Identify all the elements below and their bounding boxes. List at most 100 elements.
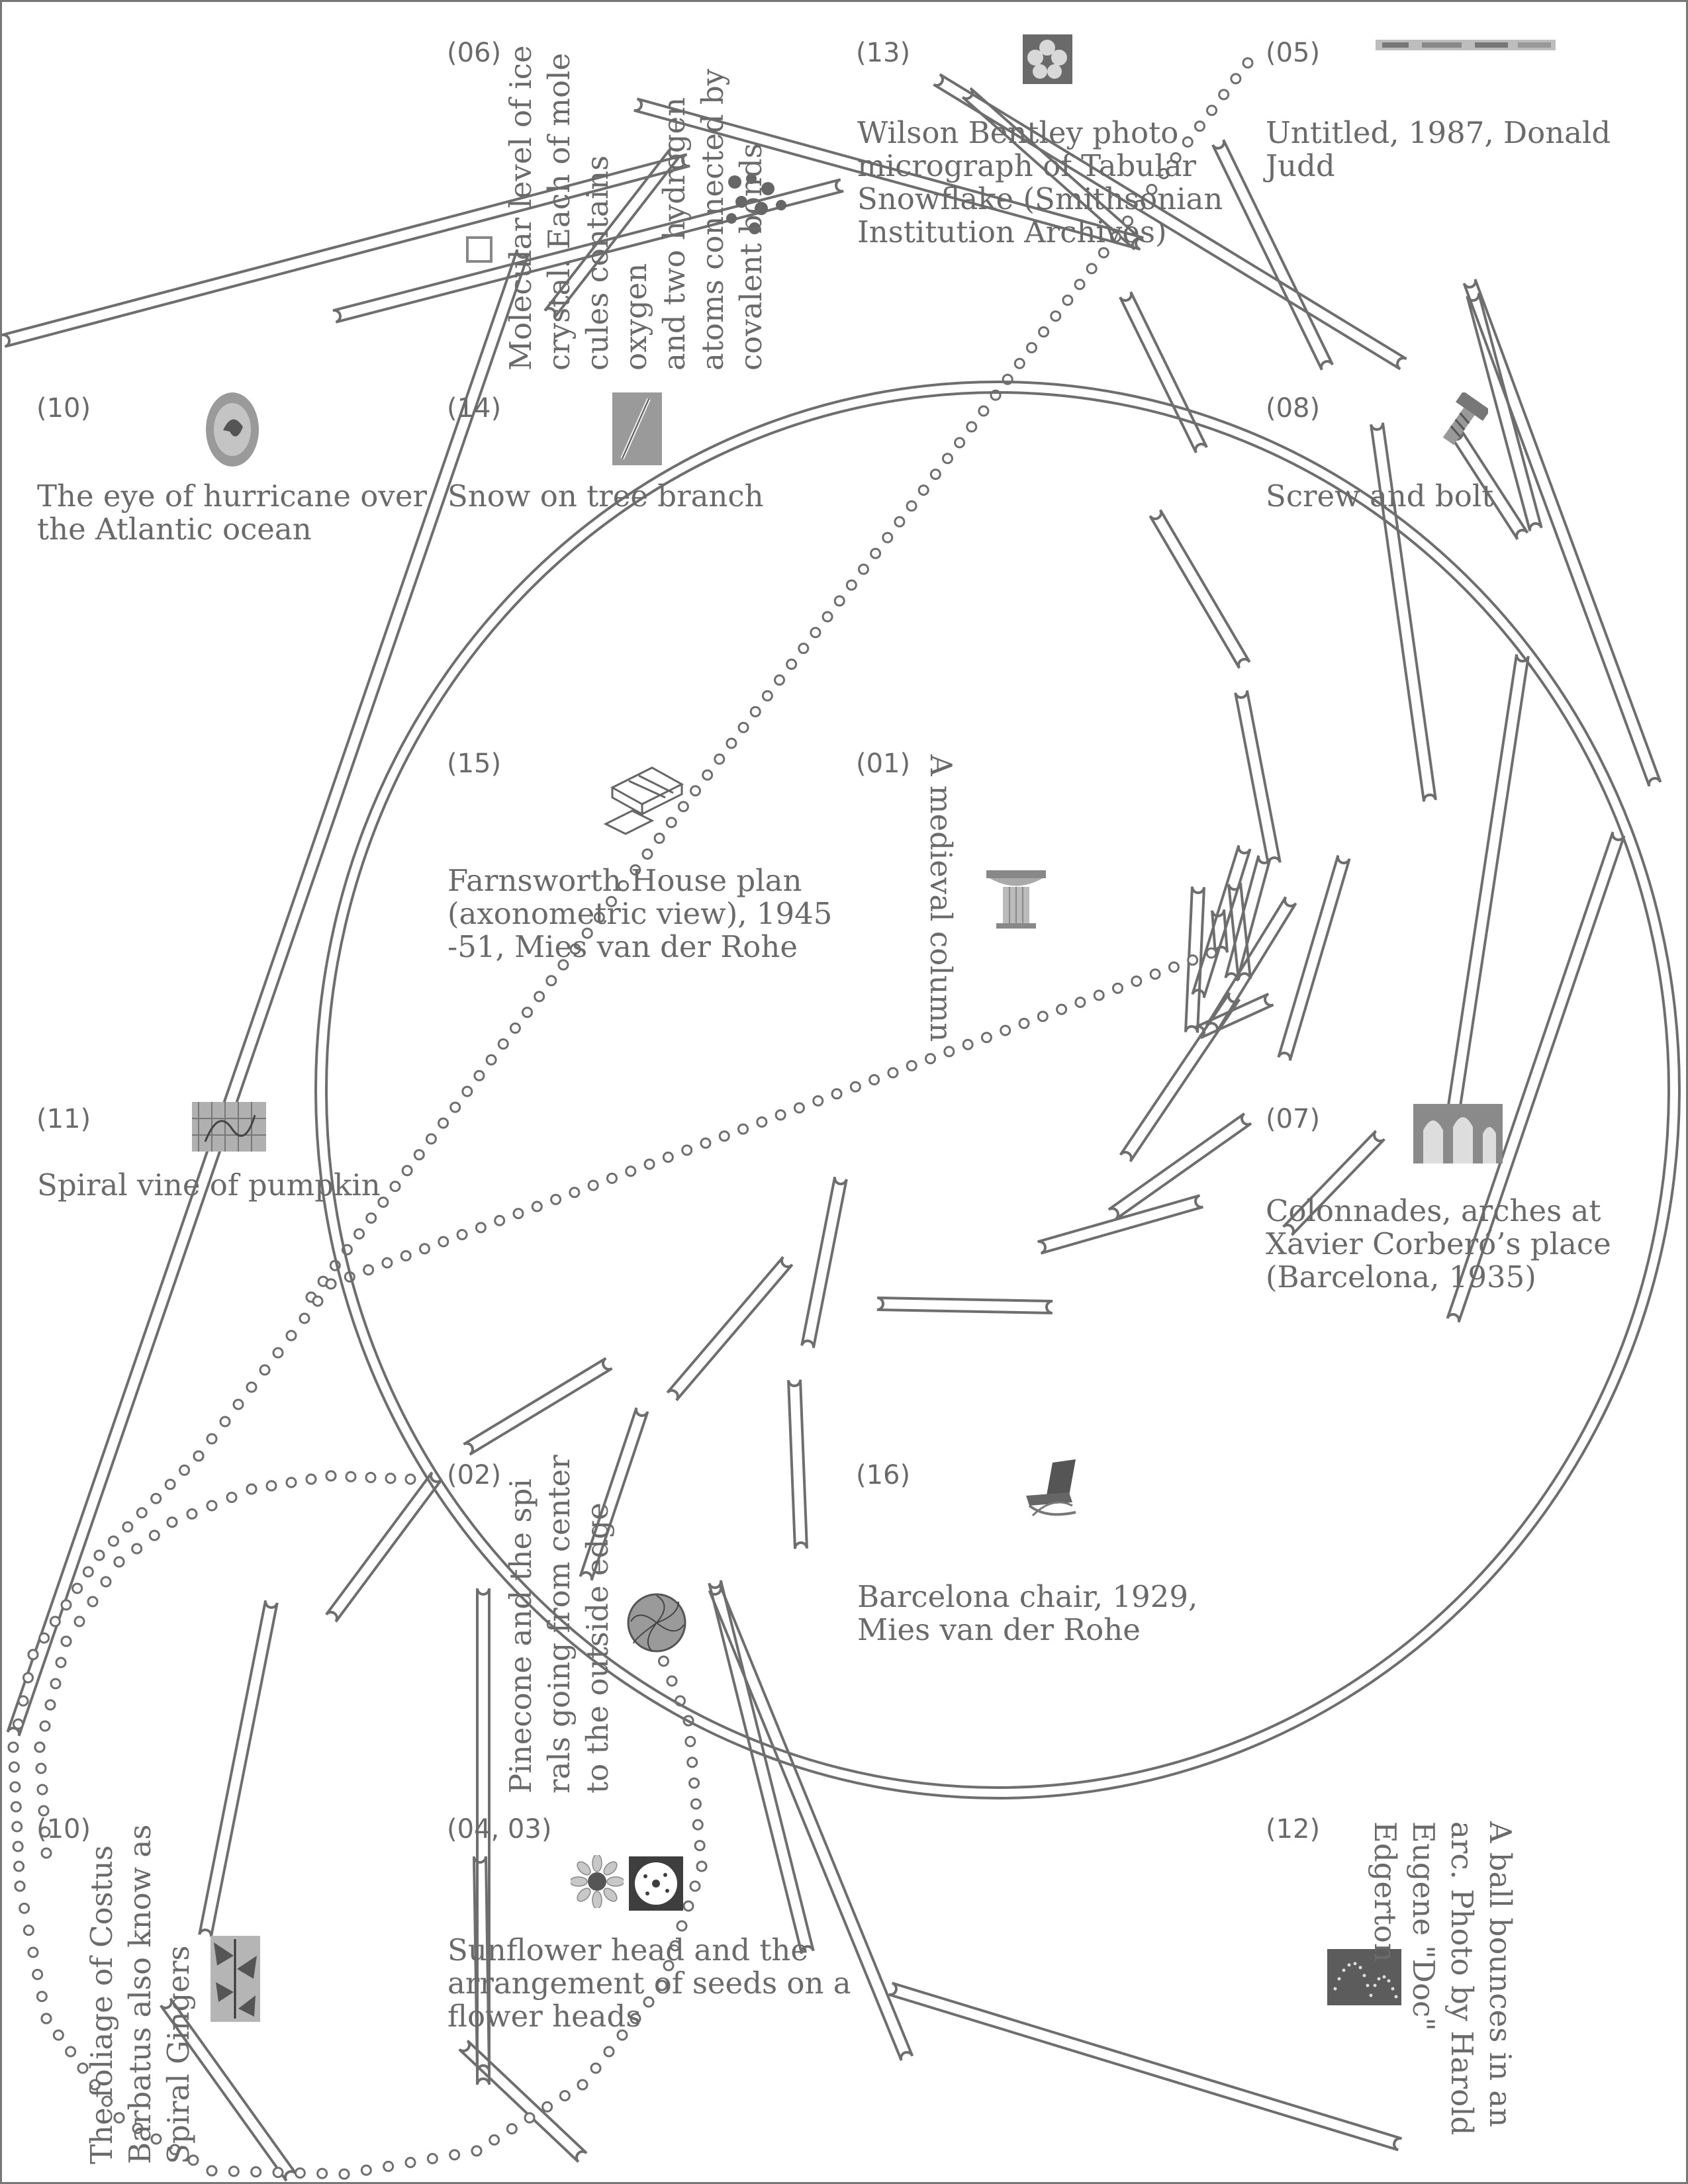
dot-marker (471, 2145, 483, 2157)
dot-marker (272, 2167, 284, 2178)
entry-caption-04-03: Sunflower head and the arrangement of se… (447, 1933, 851, 2034)
dot-marker (669, 1940, 681, 1952)
dot-marker (700, 1137, 712, 1149)
dot-marker (40, 2013, 52, 2025)
dot-marker (1122, 215, 1134, 227)
dot-marker (365, 1472, 377, 1483)
dot-marker (82, 1566, 94, 1578)
dot-marker (941, 453, 953, 465)
entry-caption-11: Spiral vine of pumpkin (37, 1167, 381, 1203)
dot-marker (1074, 996, 1086, 1008)
dot-marker (943, 1046, 955, 1058)
rod-line (888, 1981, 1403, 2152)
dot-marker (23, 1672, 34, 1684)
dot-marker (164, 1479, 176, 1490)
dot-marker (246, 1381, 258, 1393)
dot-marker (449, 1101, 461, 1113)
dot-marker (1098, 247, 1109, 259)
dot-marker (55, 1657, 67, 1668)
dot-marker (9, 1781, 21, 1793)
dot-marker (590, 2062, 602, 2074)
dot-marker (1013, 357, 1025, 369)
dot-marker (718, 1130, 730, 1142)
dot-marker (1170, 152, 1182, 163)
dot-marker (545, 975, 557, 987)
rod-line (800, 1176, 848, 1349)
dot-marker (131, 1543, 143, 1555)
dot-marker (13, 1718, 24, 1730)
dot-marker (925, 1053, 937, 1065)
entry-number-07: (07) (1266, 1104, 1321, 1134)
dot-marker (962, 1038, 974, 1050)
dot-marker (473, 1069, 485, 1081)
entry-caption-06: Molecular level of ice crystal. Each of … (503, 45, 769, 371)
dot-marker (966, 421, 978, 433)
dot-marker (761, 690, 773, 702)
dot-marker (232, 1398, 244, 1410)
entry-number-10-hurricane: (10) (36, 393, 91, 424)
dot-marker (643, 1158, 655, 1170)
dot-marker (882, 531, 894, 543)
dot-marker (630, 864, 641, 876)
dot-marker (285, 1477, 297, 1488)
dot-marker (426, 2153, 438, 2165)
rod-line (1107, 1113, 1252, 1220)
dot-marker (798, 643, 810, 655)
dot-marker (887, 1067, 899, 1079)
dot-marker (534, 991, 545, 1003)
pumpkin-vine-icon (192, 1102, 266, 1152)
dot-marker (187, 2154, 199, 2166)
rod-line (543, 148, 681, 319)
dot-marker (630, 2013, 641, 2025)
dot-marker (676, 1920, 688, 1932)
dot-marker (52, 2029, 64, 2041)
tree-branch-icon (612, 392, 662, 465)
dot-marker (906, 1060, 917, 1071)
dot-marker (1109, 231, 1121, 243)
dot-marker (250, 2166, 262, 2178)
dot-marker (663, 1960, 675, 1972)
dot-marker (259, 1364, 271, 1376)
dot-marker (418, 1243, 430, 1255)
entry-caption-15: Farnsworth House plan (axonometric view)… (447, 863, 833, 964)
dot-marker (1205, 947, 1217, 959)
dot-marker (793, 1102, 805, 1114)
dot-marker (27, 1649, 39, 1661)
entry-number-16: (16) (856, 1460, 911, 1490)
dot-marker (557, 959, 569, 971)
dot-marker (658, 1655, 669, 1667)
dot-marker (849, 1081, 861, 1093)
dot-marker (929, 469, 941, 480)
dot-marker (531, 1201, 543, 1212)
rod-line (1439, 654, 1530, 1160)
dot-marker (23, 1925, 34, 1936)
rod-line (1205, 896, 1297, 1033)
dot-marker (19, 1902, 30, 1914)
dot-marker (12, 1841, 24, 1852)
dot-marker (1056, 1003, 1068, 1015)
rod-line (198, 1600, 279, 1938)
dot-marker (206, 1433, 218, 1445)
dot-marker (906, 500, 917, 512)
dot-marker (294, 2167, 306, 2179)
entry-caption-13: Wilson Bentley photo micrograph of Tabul… (857, 115, 1223, 250)
dot-marker (1218, 89, 1230, 101)
dot-marker (689, 1880, 701, 1892)
dot-marker (1037, 1011, 1049, 1023)
dot-marker (73, 1615, 85, 1627)
dot-marker (831, 1088, 843, 1100)
dot-marker (381, 1257, 393, 1269)
dot-marker (71, 1582, 83, 1594)
dot-marker (14, 1880, 26, 1892)
dot-marker (665, 817, 677, 829)
dot-marker (285, 1330, 297, 1342)
dot-marker (10, 1801, 22, 1813)
dot-marker (353, 1228, 365, 1240)
dot-marker (1062, 295, 1074, 306)
dot-marker (404, 2157, 416, 2168)
dot-marker (653, 833, 665, 844)
ice-molecule-box-icon (466, 236, 492, 263)
dot-marker (1206, 105, 1218, 116)
dot-marker (726, 737, 737, 749)
